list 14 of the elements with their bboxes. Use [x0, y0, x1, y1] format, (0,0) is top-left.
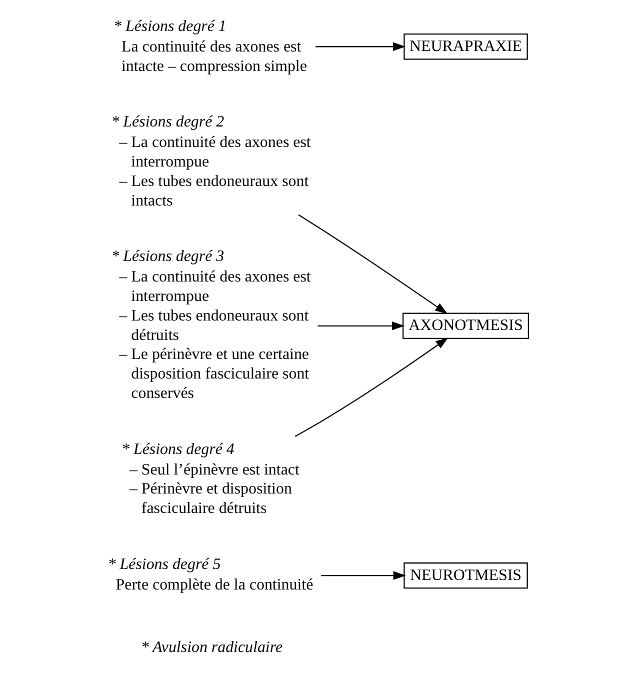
label: * Avulsion radiculaire — [140, 639, 282, 656]
node-text: * Lésions degré 2 – La continuité des axones est interrompue – Les tubes endoneuraux sont intacts — [110, 114, 310, 210]
node-text: * Lésions degré 1 La continuité des axones est intacte – compression simple — [113, 18, 306, 75]
node-box: AXONOTMESIS — [402, 312, 529, 339]
arrow — [298, 214, 448, 314]
arrow — [294, 338, 448, 437]
arrow — [315, 42, 406, 52]
node-box: NEUROTMESIS — [403, 562, 528, 589]
arrow — [317, 322, 404, 330]
node-text: * Lésions degré 5 Perte complète de la continuité — [107, 556, 313, 594]
node-text: * Lésions degré 3 – La continuité des axones est interrompue – Les tubes endoneuraux sont détruits – Le périnèvre et une certaine disposition fasciculaire sont conservés — [110, 248, 310, 402]
arrow — [320, 571, 406, 580]
node-box: NEURAPRAXIE — [403, 34, 528, 60]
node-text: * Lésions degré 4 – Seul l’épinèvre est intact – Périnèvre et disposition fasciculaire détruits — [120, 440, 299, 518]
